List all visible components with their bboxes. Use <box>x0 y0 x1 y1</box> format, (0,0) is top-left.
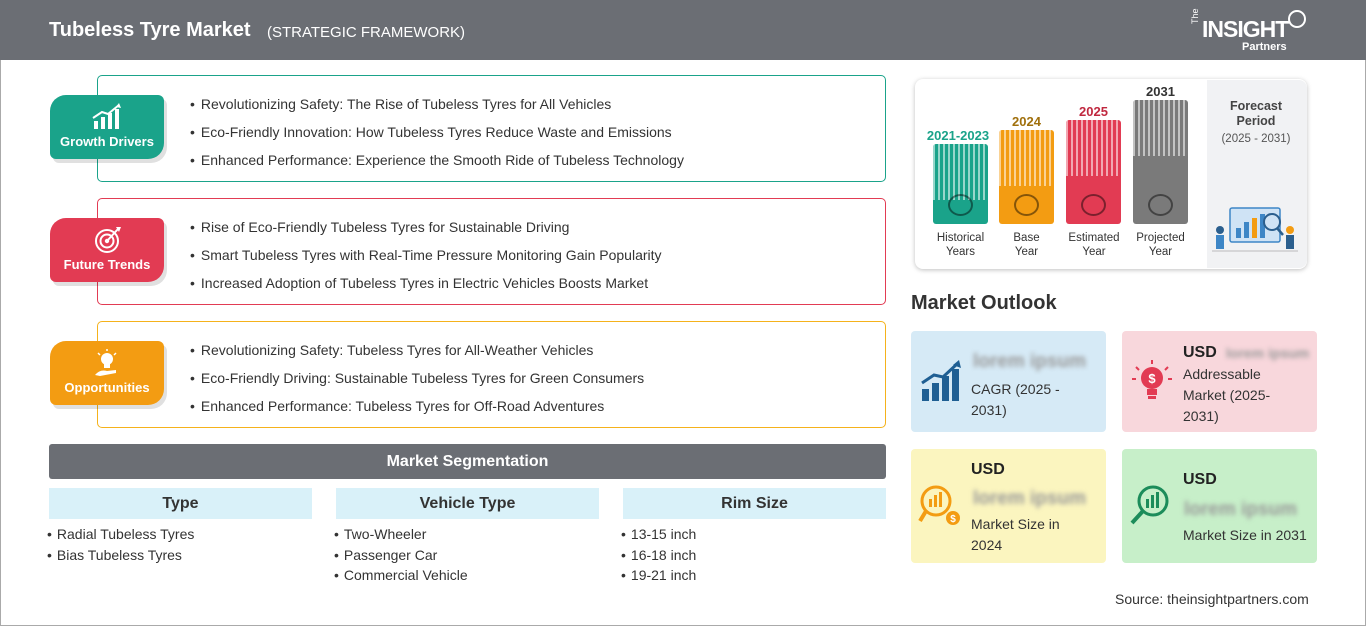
segment-header-vehicle-type: Vehicle Type <box>336 488 599 519</box>
bar-growth-icon <box>921 360 961 401</box>
market-size-2031-usd: USD <box>1183 471 1217 488</box>
opportunities-label: Opportunities <box>64 380 150 395</box>
logo-insight: INSIGHT <box>1202 16 1289 42</box>
header-bar: Tubeless Tyre Market (STRATEGIC FRAMEWOR… <box>0 0 1366 60</box>
growth-drivers-badge: Growth Drivers <box>50 95 164 159</box>
timeline-bar-projected <box>1133 100 1188 224</box>
segment-item: Bias Tubeless Tyres <box>47 545 194 566</box>
market-size-2031-text: Market Size in 2031 <box>1183 527 1307 543</box>
history-icon <box>948 194 973 216</box>
timeline-year-historical: 2021-2023 <box>926 128 990 143</box>
cagr-text: CAGR (2025 - 2031) <box>971 381 1060 418</box>
page-title: Tubeless Tyre Market <box>49 19 251 41</box>
timeline-bar-estimated <box>1066 120 1121 224</box>
gears-icon <box>1081 194 1106 216</box>
page-subtitle: (STRATEGIC FRAMEWORK) <box>267 24 466 41</box>
growth-drivers-box: Revolutionizing Safety: The Rise of Tube… <box>97 75 886 182</box>
opportunity-point: Revolutionizing Safety: Tubeless Tyres f… <box>190 340 644 368</box>
segmentation-title: Market Segmentation <box>49 444 886 479</box>
target-icon <box>95 227 121 253</box>
timeline-bar-historical <box>933 144 988 224</box>
segment-item: Radial Tubeless Tyres <box>47 524 194 545</box>
insight-partners-logo[interactable]: The INSIGHT Partners <box>1190 8 1310 54</box>
addressable-market-value: lorem ipsum <box>1226 345 1310 361</box>
timeline-label-historical: Historical Years <box>936 232 985 258</box>
growth-driver-point: Revolutionizing Safety: The Rise of Tube… <box>190 94 684 122</box>
timeline-year-estimated: 2025 <box>1079 104 1108 119</box>
segment-item: 16-18 inch <box>621 545 696 566</box>
analytics-illustration-icon <box>1212 207 1298 252</box>
svg-text:$: $ <box>950 514 956 525</box>
segment-list-type: Radial Tubeless Tyres Bias Tubeless Tyre… <box>47 524 194 565</box>
growth-driver-point: Enhanced Performance: Experience the Smo… <box>190 150 684 178</box>
segment-list-rim-size: 13-15 inch 16-18 inch 19-21 inch <box>621 524 696 586</box>
svg-text:$: $ <box>1148 371 1156 386</box>
opportunities-box: Revolutionizing Safety: Tubeless Tyres f… <box>97 321 886 428</box>
market-size-2031-value: lorem ipsum <box>1184 499 1297 520</box>
cagr-value: lorem ipsum <box>973 351 1086 372</box>
opportunity-point: Enhanced Performance: Tubeless Tyres for… <box>190 396 644 424</box>
future-trend-point: Smart Tubeless Tyres with Real-Time Pres… <box>190 245 662 273</box>
addressable-market-text: Addressable Market (2025-2031) <box>1183 366 1271 424</box>
segment-item: 13-15 inch <box>621 524 696 545</box>
idea-dollar-icon: $ <box>1132 360 1172 399</box>
segment-item: Passenger Car <box>334 545 468 566</box>
growth-chart-icon <box>92 103 121 129</box>
future-trend-point: Rise of Eco-Friendly Tubeless Tyres for … <box>190 217 662 245</box>
lightbulb-icon <box>95 349 117 376</box>
timeline-label-projected: Projected Year <box>1136 232 1185 258</box>
timeline-year-base: 2024 <box>1012 114 1041 129</box>
addressable-market-usd: USD <box>1183 344 1217 361</box>
future-trends-badge: Future Trends <box>50 218 164 282</box>
segment-header-type: Type <box>49 488 312 519</box>
market-size-2031-card: USD lorem ipsum Market Size in 2031 <box>1122 449 1317 563</box>
segment-list-vehicle-type: Two-Wheeler Passenger Car Commercial Veh… <box>334 524 468 586</box>
logo-partners: Partners <box>1242 41 1287 53</box>
timeline-year-projected: 2031 <box>1146 84 1175 99</box>
segment-item: Commercial Vehicle <box>334 565 468 586</box>
market-size-2024-value: lorem ipsum <box>973 488 1086 509</box>
opportunity-point: Eco-Friendly Driving: Sustainable Tubele… <box>190 368 644 396</box>
logo-the: The <box>1190 8 1200 24</box>
market-size-2024-usd: USD <box>971 461 1005 478</box>
market-size-2024-card: $ USD lorem ipsum Market Size in 2024 <box>911 449 1106 563</box>
future-trends-label: Future Trends <box>63 257 151 272</box>
timeline-label-base: Base Year <box>1013 232 1040 258</box>
forecast-range: (2025 - 2031) <box>1221 133 1291 145</box>
analytics-dollar-icon: $ <box>918 485 960 525</box>
addressable-market-card: $ USD lorem ipsum Addressable Market (20… <box>1122 331 1317 432</box>
cagr-card: lorem ipsum CAGR (2025 - 2031) <box>911 331 1106 432</box>
growth-driver-point: Eco-Friendly Innovation: How Tubeless Ty… <box>190 122 684 150</box>
search-growth-icon <box>1130 485 1169 525</box>
timeline-bar-base <box>999 130 1054 224</box>
presentation-icon <box>1148 194 1173 216</box>
opportunities-badge: Opportunities <box>50 341 164 405</box>
market-size-2024-text: Market Size in 2024 <box>971 516 1060 553</box>
source-note: Source: theinsightpartners.com <box>1115 591 1309 607</box>
growth-drivers-label: Growth Drivers <box>60 134 154 149</box>
calendar-icon <box>1014 194 1039 216</box>
market-outlook-title: Market Outlook <box>911 292 1057 314</box>
segment-item: Two-Wheeler <box>334 524 468 545</box>
timeline-label-estimated: Estimated Year <box>1068 232 1120 258</box>
segment-header-rim-size: Rim Size <box>623 488 886 519</box>
future-trends-box: Rise of Eco-Friendly Tubeless Tyres for … <box>97 198 886 305</box>
future-trend-point: Increased Adoption of Tubeless Tyres in … <box>190 273 662 301</box>
segment-item: 19-21 inch <box>621 565 696 586</box>
forecast-title: Forecast Period <box>1229 99 1283 128</box>
logo-ring-icon <box>1288 10 1306 28</box>
